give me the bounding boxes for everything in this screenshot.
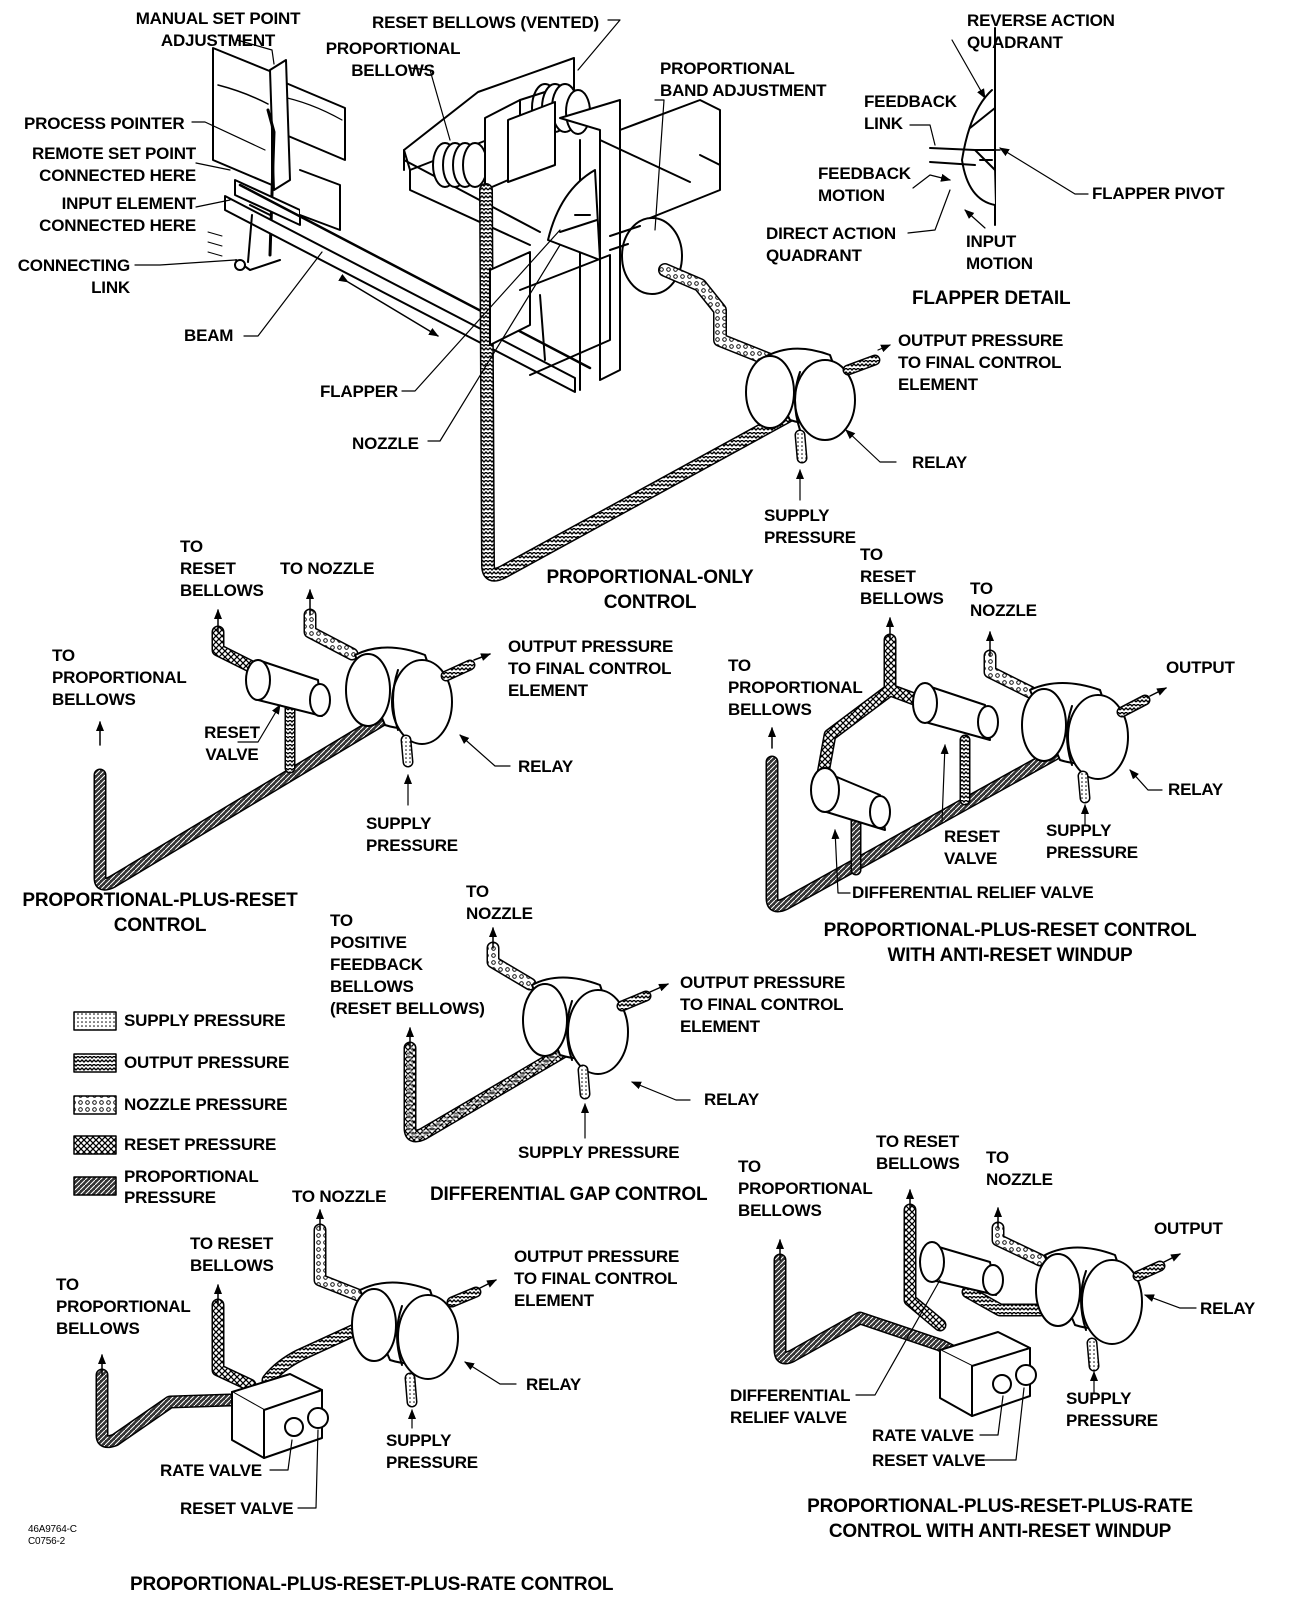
beam-label: BEAM — [184, 326, 234, 345]
rate-title: PROPORTIONAL-PLUS-RESET-PLUS-RATE CONTRO… — [130, 1574, 614, 1595]
top-supply-pressure-label: SUPPLY PRESSURE — [764, 506, 856, 547]
diff-gap-to-nozzle-label: TO NOZZLE — [466, 882, 533, 923]
input-motion-label: INPUT MOTION — [966, 232, 1033, 273]
proportional-bellows-coils — [432, 142, 488, 188]
rate-to-reset-bellows-label: TO RESET BELLOWS — [190, 1234, 274, 1275]
anti-windup-supply-pressure-label: SUPPLY PRESSURE — [1046, 821, 1138, 862]
rate-windup-relay-label: RELAY — [1200, 1299, 1256, 1318]
rate-windup-output-label: OUTPUT — [1154, 1219, 1223, 1238]
plus-reset-to-nozzle-label: TO NOZZLE — [280, 559, 375, 578]
anti-windup-differential-relief-label: DIFFERENTIAL RELIEF VALVE — [852, 883, 1094, 902]
legend-nozzle-label: NOZZLE PRESSURE — [124, 1095, 288, 1114]
plus-reset-valve — [245, 659, 331, 717]
plus-reset-relay — [345, 646, 453, 745]
anti-windup-reset-valve — [912, 682, 999, 741]
rate-rate-valve-label: RATE VALVE — [160, 1461, 262, 1480]
plus-reset-title: PROPORTIONAL-PLUS-RESET CONTROL — [22, 890, 298, 936]
anti-windup-to-nozzle-label: TO NOZZLE — [970, 579, 1037, 620]
rate-windup-relay — [1035, 1246, 1143, 1345]
direct-action-label: DIRECT ACTION QUADRANT — [766, 224, 896, 265]
diff-gap-output-pressure-label: OUTPUT PRESSURE TO FINAL CONTROL ELEMENT — [680, 973, 846, 1036]
anti-windup-to-reset-bellows-label: TO RESET BELLOWS — [860, 545, 944, 608]
remote-set-point-label: REMOTE SET POINT CONNECTED HERE — [32, 144, 196, 185]
flapper-pivot-label: FLAPPER PIVOT — [1092, 184, 1225, 203]
rate-to-proportional-label: TO PROPORTIONAL BELLOWS — [56, 1275, 191, 1338]
rate-windup-supply-pressure-label: SUPPLY PRESSURE — [1066, 1389, 1158, 1430]
plus-reset-to-reset-bellows-label: TO RESET BELLOWS — [180, 537, 264, 600]
rate-relay-label: RELAY — [526, 1375, 582, 1394]
legend-supply-label: SUPPLY PRESSURE — [124, 1011, 286, 1030]
beam-travel-arrow — [338, 273, 439, 337]
rate-windup-differential-relief-label: DIFFERENTIAL RELIEF VALVE — [730, 1386, 851, 1427]
flapper-detail-title: FLAPPER DETAIL — [912, 288, 1071, 309]
flapper-detail-drawing — [929, 27, 1001, 226]
anti-windup-output-label: OUTPUT — [1166, 658, 1235, 677]
rate-relay — [351, 1281, 459, 1380]
feedback-motion-label: FEEDBACK MOTION — [818, 164, 911, 205]
nozzle-label: NOZZLE — [352, 434, 419, 453]
flapper-label: FLAPPER — [320, 382, 398, 401]
diff-gap-title: DIFFERENTIAL GAP CONTROL — [430, 1184, 708, 1205]
rate-to-nozzle-label: TO NOZZLE — [292, 1187, 387, 1206]
rate-valve-block — [231, 1373, 329, 1459]
rate-windup-title: PROPORTIONAL-PLUS-RESET-PLUS-RATE CONTRO… — [807, 1496, 1193, 1542]
anti-windup-relief-valve — [810, 767, 891, 831]
plus-reset-relay-label: RELAY — [518, 757, 574, 776]
input-element-label: INPUT ELEMENT CONNECTED HERE — [39, 194, 196, 235]
feedback-link-label: FEEDBACK LINK — [864, 92, 957, 133]
manual-set-point-label: MANUAL SET POINT ADJUSTMENT — [135, 9, 301, 50]
reverse-action-label: REVERSE ACTION QUADRANT — [967, 11, 1115, 52]
rate-windup-relief-valve — [919, 1241, 1004, 1296]
top-relay-label: RELAY — [912, 453, 968, 472]
proportional-bellows-label: PROPORTIONAL BELLOWS — [325, 39, 461, 80]
diff-gap-relay — [522, 976, 629, 1075]
legend-swatch-output — [73, 1053, 117, 1073]
plus-reset-reset-valve-label: RESET VALVE — [204, 723, 260, 764]
legend-output-label: OUTPUT PRESSURE — [124, 1053, 290, 1072]
anti-windup-relay-label: RELAY — [1168, 780, 1224, 799]
diff-gap-supply-pressure-label: SUPPLY PRESSURE — [518, 1143, 680, 1162]
legend-swatch-supply — [73, 1011, 117, 1031]
anti-windup-title: PROPORTIONAL-PLUS-RESET CONTROL WITH ANT… — [823, 920, 1197, 966]
rate-reset-valve-label: RESET VALVE — [180, 1499, 294, 1518]
plus-reset-supply-pressure-label: SUPPLY PRESSURE — [366, 814, 458, 855]
rate-output-pressure-label: OUTPUT PRESSURE TO FINAL CONTROL ELEMENT — [514, 1247, 680, 1310]
legend-proportional-label: PROPORTIONAL PRESSURE — [124, 1167, 259, 1207]
diff-gap-to-positive-feedback-label: TO POSITIVE FEEDBACK BELLOWS (RESET BELL… — [330, 911, 485, 1018]
figure-code: 46A9764-C C0756-2 — [28, 1524, 77, 1547]
process-pointer-label: PROCESS POINTER — [24, 114, 185, 133]
proportional-only-title: PROPORTIONAL-ONLY CONTROL — [546, 567, 754, 613]
legend-swatch-proportional — [73, 1176, 117, 1196]
rate-windup-to-proportional-label: TO PROPORTIONAL BELLOWS — [738, 1157, 873, 1220]
anti-windup-reset-valve-label: RESET VALVE — [944, 827, 1000, 868]
rate-windup-to-nozzle-label: TO NOZZLE — [986, 1148, 1053, 1189]
reset-bellows-vented-label: RESET BELLOWS (VENTED) — [372, 13, 599, 32]
plus-reset-to-proportional-label: TO PROPORTIONAL BELLOWS — [52, 646, 187, 709]
process-pointer — [266, 108, 276, 257]
rate-windup-to-reset-bellows-label: TO RESET BELLOWS — [876, 1132, 960, 1173]
legend-reset-label: RESET PRESSURE — [124, 1135, 277, 1154]
rate-windup-reset-valve-label: RESET VALVE — [872, 1451, 986, 1470]
proportional-band-adjustment-label: PROPORTIONAL BAND ADJUSTMENT — [660, 59, 827, 100]
rate-windup-valve-block — [939, 1331, 1037, 1417]
legend-swatch-reset — [73, 1135, 117, 1155]
rate-supply-pressure-label: SUPPLY PRESSURE — [386, 1431, 478, 1472]
top-output-pressure-label: OUTPUT PRESSURE TO FINAL CONTROL ELEMENT — [898, 331, 1064, 394]
legend-swatch-nozzle — [73, 1095, 117, 1115]
diff-gap-relay-label: RELAY — [704, 1090, 760, 1109]
relay-top — [745, 347, 856, 441]
anti-windup-to-proportional-label: TO PROPORTIONAL BELLOWS — [728, 656, 863, 719]
anti-windup-relay — [1021, 682, 1129, 780]
set-point-dial — [212, 47, 273, 186]
rate-windup-rate-valve-label: RATE VALVE — [872, 1426, 974, 1445]
plus-reset-output-pressure-label: OUTPUT PRESSURE TO FINAL CONTROL ELEMENT — [508, 637, 674, 700]
connecting-link-label: CONNECTING LINK — [17, 256, 130, 297]
